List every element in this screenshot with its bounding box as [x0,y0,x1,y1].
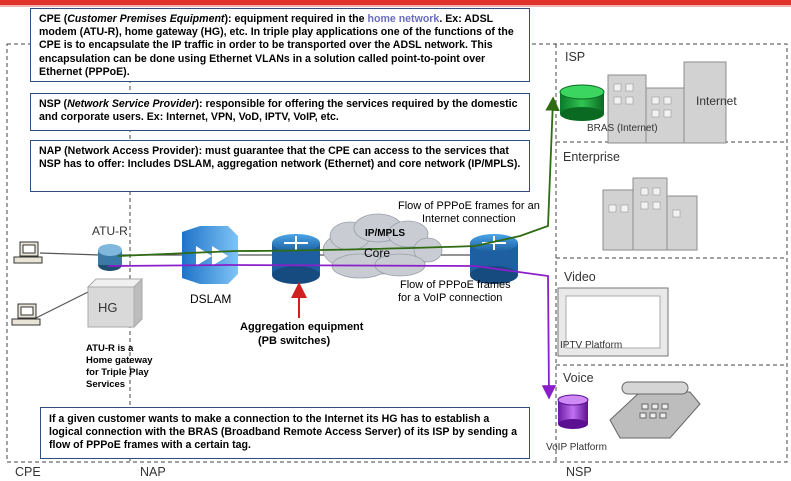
building-windows [608,83,681,218]
voip-flow-line [107,264,557,400]
building-icon [602,61,727,251]
cpe-text: : equipment required in the [228,13,368,25]
ipmpls-label: IP/MPLS [365,228,406,239]
enterprise-label: Enterprise [563,150,620,164]
bras-cylinder-icon [559,84,605,121]
nap-definition-box: NAP (Network Access Provider): must guar… [30,140,530,192]
hg-icon [86,277,144,329]
aggregation-label: Aggregation equipment [240,321,364,333]
core-label: Core [364,246,391,260]
nap-body: : must guarantee that the CPE can access… [39,145,521,171]
internet-flow-label-2: Internet connection [422,213,516,225]
title-bar-accent [0,0,791,5]
nsp-title-full: Network Service Provider [67,98,196,110]
tv-icon [557,287,669,357]
nsp-title: NSP [39,98,61,110]
aggregation-sub-label: (PB switches) [258,335,331,347]
video-label: Video [564,270,596,284]
atu-r-icon [98,244,122,271]
iptv-label: IPTV Platform [560,340,623,351]
voip-flow-label-1: Flow of PPPoE frames [400,279,511,291]
bras-label: BRAS (Internet) [587,123,658,134]
atu-r-note-4: Services [86,379,126,390]
nsp-body: : responsible for offering the services … [39,98,518,124]
isp-label: ISP [565,50,586,64]
atu-r-note-1: ATU-R is a [86,343,134,354]
telephone-icon [609,381,701,439]
nap-title-full: (Network Access Provider) [64,145,199,157]
cpe-title-full: Customer Premises Equipment [67,13,225,25]
cpe-text-end: . [439,13,443,25]
cpe-highlight: home network [367,13,440,25]
atu-r-note-3: for Triple Play [86,367,149,378]
router-icon [272,234,518,284]
nsp-domain-label: NSP [566,465,592,479]
hg-connection-note: If a given customer wants to make a conn… [49,413,517,452]
hg-label: HG [98,300,118,315]
cpe-body: Ex: ADSL modem (ATU-R), home gateway (HG… [39,13,514,78]
voip-flow-label-2: for a VoIP connection [398,292,503,304]
hg-connection-note-box: If a given customer wants to make a conn… [40,407,530,459]
cpe-title: CPE [39,13,61,25]
internet-label: Internet [696,94,737,108]
internet-flow-label-1: Flow of PPPoE frames for an [398,200,540,212]
nap-domain-label: NAP [140,465,166,479]
voip-cylinder-icon [557,394,589,429]
pc-icon [11,241,43,326]
atu-r-note-2: Home gateway [86,355,153,366]
dslam-label: DSLAM [190,292,232,306]
nsp-definition-box: NSP (Network Service Provider): responsi… [30,93,530,131]
dslam-icon [182,226,238,284]
voip-label: VoIP Platform [546,442,607,453]
internet-flow-line [117,96,560,257]
nap-title: NAP [39,145,62,157]
atu-r-label: ATU-R [92,224,128,238]
cpe-domain-label: CPE [15,465,41,479]
cpe-definition-box: CPE (Customer Premises Equipment): equip… [30,8,530,82]
voice-label: Voice [563,371,594,385]
title-bar-accent-light [0,5,791,7]
